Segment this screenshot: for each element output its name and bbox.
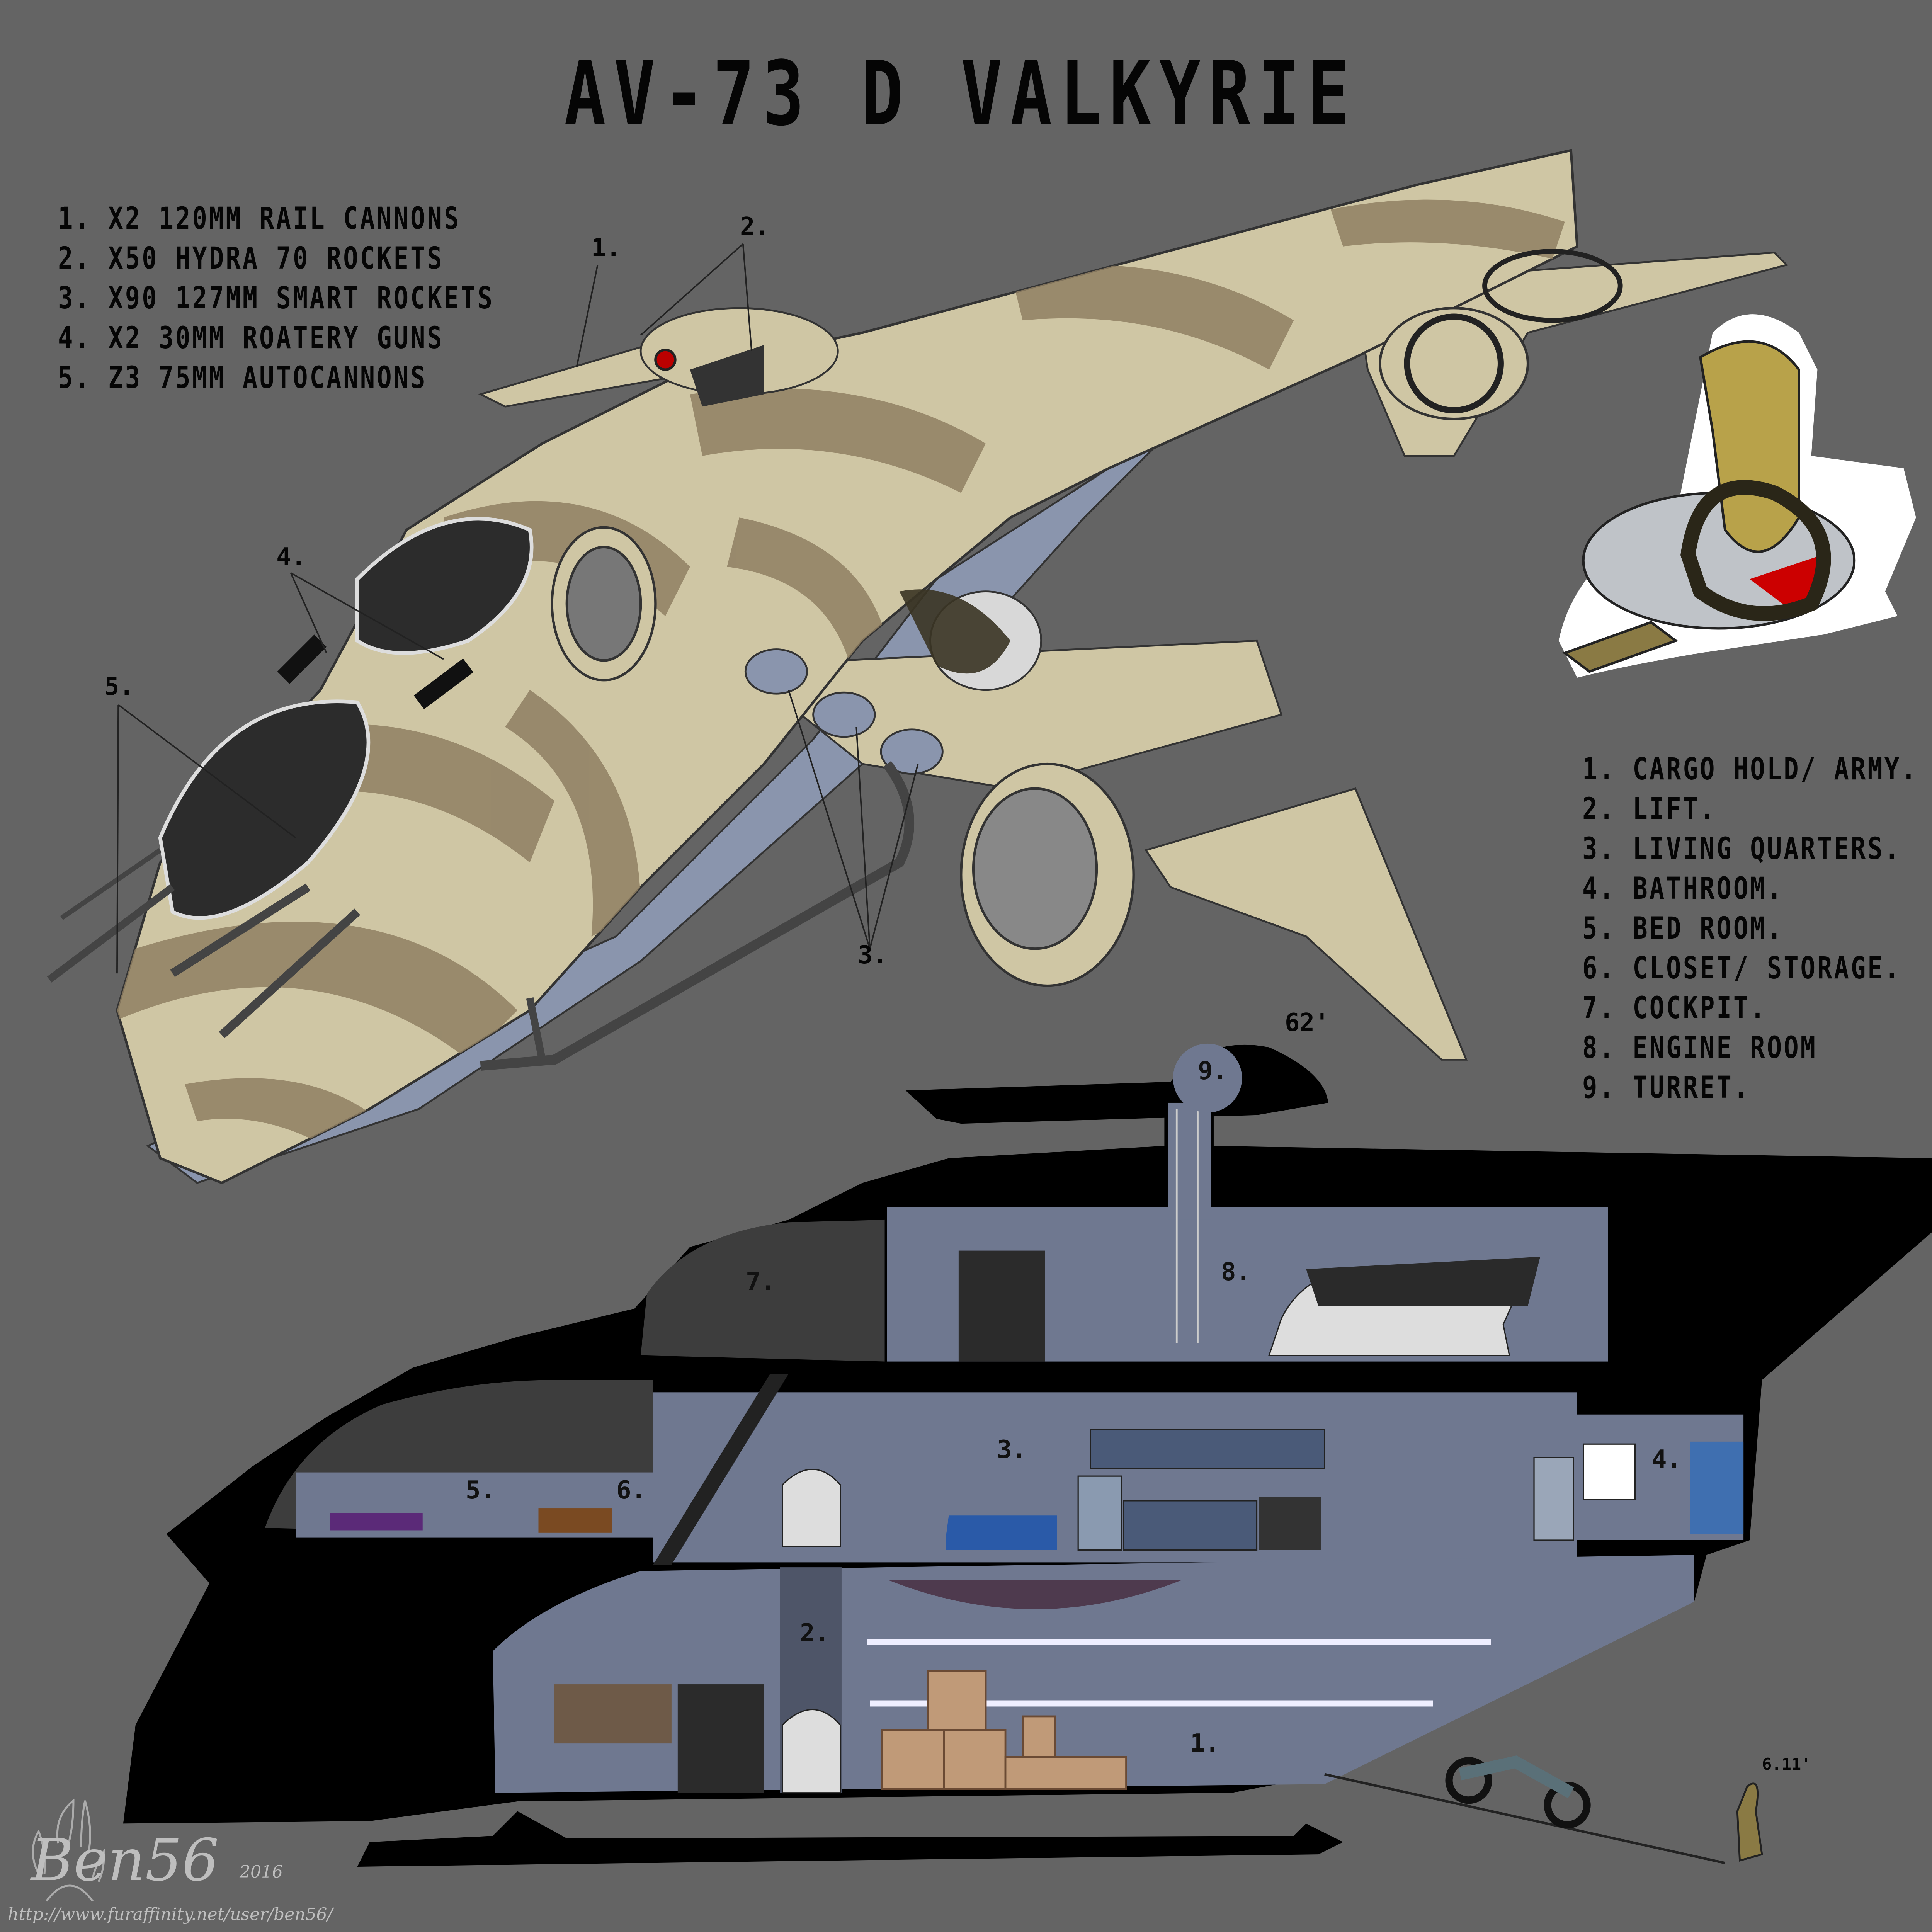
page-title: AV-73 D VALKYRIE <box>564 43 1357 146</box>
aircraft-height-label: 62' <box>1285 1009 1330 1037</box>
motorbike <box>1445 1755 1591 1829</box>
mascot-decal <box>1558 314 1916 678</box>
compartment-item: 2. LIFT. <box>1582 792 1717 827</box>
compartment-item: 5. BED ROOM. <box>1582 911 1784 946</box>
artist-url: http://www.furaffinity.net/user/ben56/ <box>8 1905 333 1924</box>
callout-weapon-5: 5. <box>104 672 134 701</box>
room-label-bathroom: 4. <box>1652 1445 1682 1474</box>
room-label-living: 3. <box>997 1435 1027 1464</box>
compartment-item: 3. LIVING QUARTERS. <box>1582 832 1901 866</box>
weapon-item: 5. Z3 75MM AUTOCANNONS <box>58 361 427 395</box>
cutaway-section <box>123 1043 1932 1867</box>
weapon-item: 2. X50 HYDRA 70 ROCKETS <box>58 241 444 276</box>
callout-weapon-3: 3. <box>858 941 888 969</box>
callout-weapon-4: 4. <box>276 543 306 571</box>
room-label-cockpit: 7. <box>746 1267 776 1296</box>
room-label-engine: 8. <box>1221 1258 1251 1286</box>
compartment-item: 6. CLOSET/ STORAGE. <box>1582 951 1901 986</box>
aircraft-exterior <box>47 149 1789 1184</box>
callout-weapon-1: 1. <box>591 234 621 262</box>
compartment-item: 7. COCKPIT. <box>1582 991 1767 1026</box>
room-label-cargo: 1. <box>1190 1729 1220 1758</box>
room-label-bedroom: 5. <box>466 1476 496 1505</box>
compartment-item: 8. ENGINE ROOM <box>1582 1031 1817 1065</box>
room-label-turret: 9. <box>1198 1057 1228 1085</box>
compartment-item: 1. CARGO HOLD/ ARMY. <box>1582 752 1918 787</box>
weapon-item: 3. X90 127MM SMART ROCKETS <box>58 281 495 316</box>
compartment-item: 9. TURRET. <box>1582 1070 1750 1105</box>
compartments-legend: 1. CARGO HOLD/ ARMY. 2. LIFT. 3. LIVING … <box>1582 750 1932 1108</box>
weapons-legend: 1. X2 120MM RAIL CANNONS 2. X50 HYDRA 70… <box>58 199 590 398</box>
signature-year: 2016 <box>240 1862 283 1882</box>
weapon-item: 4. X2 30MM ROATERY GUNS <box>58 321 444 355</box>
signature: Ben56 <box>31 1827 219 1894</box>
compartment-item: 4. BATHROOM. <box>1582 871 1784 906</box>
pilot-height-label: 6.11' <box>1762 1755 1811 1774</box>
room-label-lift: 2. <box>800 1619 830 1648</box>
paw-print-icon <box>32 1798 105 1902</box>
callout-weapon-2: 2. <box>740 213 770 241</box>
room-label-closet: 6. <box>616 1476 646 1505</box>
weapon-item: 1. X2 120MM RAIL CANNONS <box>58 201 461 236</box>
